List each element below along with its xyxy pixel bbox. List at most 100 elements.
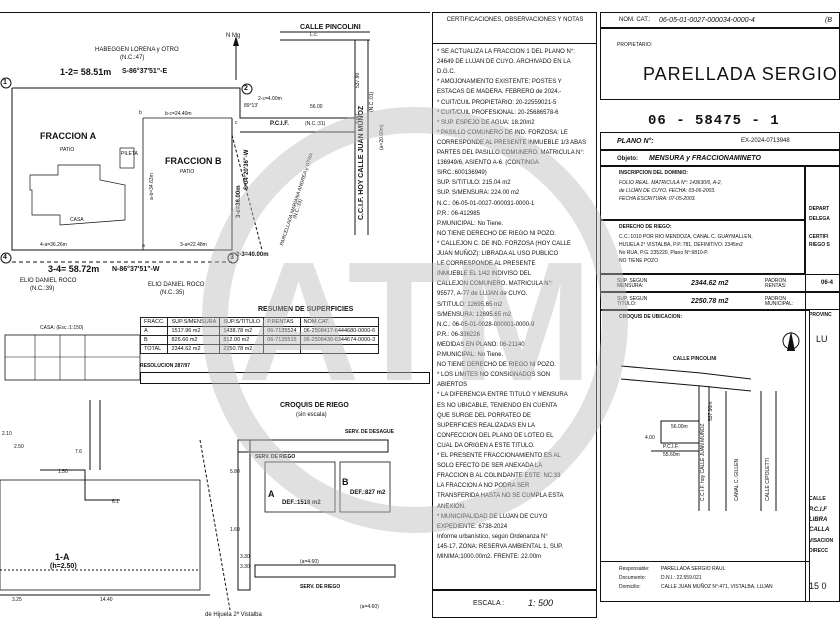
note-line: S/TITULO: 12695.65 m2 <box>437 301 503 308</box>
resumen-title: RESUMEN DE SUPERFICIES <box>258 306 354 313</box>
padron-rentas-label: PADRON RENTAS: <box>765 278 787 289</box>
riego-line: No RUA, P.G.:235220, Plano N°:6810-P. <box>619 250 709 256</box>
certs-panel: CERTIFICACIONES, OBSERVACIONES Y NOTAS *… <box>432 12 597 590</box>
expediente: EX-2024-0713948 <box>741 138 790 144</box>
riego-dim: 3.30 <box>240 564 250 570</box>
note-line: 145-17, ZONA: RESERVA AMBIENTAL 1, SUP. <box>437 543 564 550</box>
right-cut: RIEGO S <box>809 242 830 248</box>
elevation-height: (h=2.50) <box>50 563 77 570</box>
riego-fa: A <box>268 489 275 499</box>
sup-titulo-label: SUP. SEGUN TITULO: <box>617 296 648 307</box>
resumen-header: SUP.S/MENSURA <box>167 317 221 327</box>
documento-value: D.N.I.: 22.559.021 <box>661 575 702 581</box>
note-line: QUE SURGE DEL PORRATEO DE <box>437 412 532 419</box>
resumen-header: SUP.S/TITULO <box>219 317 265 327</box>
title-block: NOM. CAT.: 06-05-01-0027-000034-0000-4 (… <box>600 12 840 618</box>
objeto-label: Objeto: <box>617 156 638 162</box>
sup-titulo-value: 2250.78 m2 <box>691 298 729 305</box>
bearing-34: N-86°37'51"-W <box>112 266 160 273</box>
note-line: * AMOJONAMIENTO EXISTENTE: POSTES Y <box>437 79 562 86</box>
propietario-box: PROPIETARIO: PARELLADA SERGIO <box>600 28 840 100</box>
note-line: ESTACAS DE MADERA. FEBRERO de 2024.- <box>437 89 562 96</box>
table-cell: 2250.78 m2 <box>219 344 265 354</box>
note-line: * MUNICIPALIDAD DE LUJAN DE CUYO <box>437 513 548 520</box>
note-line: CONFECCION DEL PLANO DE LOTEO EL <box>437 432 554 439</box>
sup-titulo-box: SUP. SEGUN TITULO: 2250.78 m2 PADRON MUN… <box>600 292 840 310</box>
note-line: CORRESPONDE AL PRESENTE INMUEBLE 1/3 ABA… <box>437 139 587 146</box>
street-top-sub: L.c. <box>310 32 319 38</box>
table-cell: 06-7135524 <box>263 326 301 336</box>
elevation-dim: 14.40 <box>100 597 113 603</box>
patio-b: PATIO <box>180 169 195 175</box>
domicilio-value: CALLE JUAN MUÑOZ N°:471, VISTALBA, LUJAN <box>661 584 773 590</box>
fraction-a: FRACCION A <box>40 131 97 141</box>
stamp-number: 06 - 58475 - 1 <box>648 113 780 129</box>
elevation-dim: 1.50 <box>58 469 68 475</box>
plano-box: PLANO N°: EX-2024-0713948 <box>600 132 840 150</box>
table-row: TOTAL 2344.62 m2 2250.78 m2 <box>139 344 380 354</box>
note-line: CUAL DA ORIGEN A ESTE TITULO. <box>437 442 535 449</box>
note-line: P.R.: 06-412985 <box>437 210 480 217</box>
street-top: CALLE PINCOLINI <box>300 24 361 31</box>
right-cut: PROVINC <box>809 312 832 318</box>
dim-23: 2-3=40.00m <box>236 252 269 258</box>
responsable-divider <box>601 561 809 562</box>
marker-2: 2 <box>244 85 248 92</box>
note-line: P.MUNICIPAL: No Tiene. <box>437 352 504 358</box>
dim-3a: 3-a=22.48m <box>180 242 207 248</box>
nom-cat-label: NOM. CAT.: <box>619 17 651 23</box>
croquis-dim: 56.00m <box>671 424 688 430</box>
inscripcion-line: de LUJAN DE CUYO. FECHA: 03-06-2003. <box>619 188 716 194</box>
note-line: MINIMA:1000.00m2. FRENTE: 22.00m <box>437 554 542 560</box>
table-cell: B <box>139 335 169 345</box>
letter-b: b <box>139 110 142 116</box>
note-line: D.G.C. <box>437 69 456 76</box>
croquis-title: CROQUIS DE UBICACION: <box>619 314 683 320</box>
riego-bottom-label: de Hijuela 2ª Vistalba <box>205 612 262 618</box>
dim-ab: a-b=34.63m <box>149 173 155 200</box>
elevation-dim: 6.1 <box>112 499 119 505</box>
side-34: 3-4= 58.72m <box>48 264 100 274</box>
note-line: ES NO UBICABLE, TENIENDO EN CUENTA <box>437 402 558 409</box>
inscripcion-title: INSCRIPCION DEL DOMINIO: <box>619 170 689 176</box>
note-line: * LOS LIMITES NO CONSIGNADOS SON <box>437 372 551 379</box>
nom-cat-box: NOM. CAT.: 06-05-01-0027-000034-0000-4 (… <box>600 12 840 28</box>
riego-subtitle: (sin escala) <box>296 412 327 418</box>
croquis-street: CANAL C. GILLEN <box>734 458 740 501</box>
patio-a: PATIO <box>60 147 75 153</box>
note-line: 136949/6, ASIENTO A-6. (CONTINGA <box>437 160 539 167</box>
note-line: N.C.: 06-05-01-0028-000001-0000-9 <box>437 321 535 328</box>
note-line: FRACCION B AL COLINDANTE ESTE: NC:33 <box>437 473 561 480</box>
plan-area: N Mg CALLE PINCOLINI L.c. HABEGGEN LOREN… <box>0 12 430 618</box>
note-line: * PASILLO COMUNERO DE IND. FORZOSA: LE <box>437 129 568 136</box>
marker-3: 3 <box>230 254 234 261</box>
riego-dim: (a=4.60) <box>300 559 319 565</box>
riego-dim: 1.60 <box>230 527 240 533</box>
owner-nw: HABEGGEN LORENA y OTRO <box>95 47 179 53</box>
scale-box: ESCALA : 1: 500 <box>432 590 597 618</box>
note-line: 95577, A-77 de LUJAN de CUYO. <box>437 291 528 298</box>
north-label: N Mg <box>226 33 241 39</box>
serv-riego-bottom: SERV. DE RIEGO <box>300 584 341 590</box>
note-line: * CALLEJON C. DE IND. FORZOSA (HOY CALLE <box>437 240 571 247</box>
elevation-dim: 3.25 <box>12 597 22 603</box>
note-line: S/MENSURA: 12695.65 m2 <box>437 311 512 318</box>
plan-drawing <box>0 31 396 611</box>
bearing-3c: S-04°20'36"-W <box>244 149 250 190</box>
objeto-value: MENSURA y FRACCIONAMINETO <box>649 155 762 162</box>
calle-jm-nc: (N.C.:01) <box>369 91 375 112</box>
casa-scale: CASA: (Esc.:1:150) <box>40 325 84 331</box>
note-line: * SE ACTUALIZA LA FRACCION 1 DEL PLANO N… <box>437 49 575 55</box>
dim-89: 89°13' <box>244 103 259 109</box>
right-column: DEPART DELEGA CERTIFI RIEGO S PROVINC LU… <box>805 166 840 602</box>
padron-mun-label: PADRON MUNICIPAL: <box>765 296 794 307</box>
pcif-nc: (N.C.:31) <box>305 121 326 127</box>
dim-3c: 3-c=36.00m <box>236 185 242 218</box>
table-cell: 06-2508430-6344674-0000-3 <box>299 335 380 345</box>
riego-dim: 5.80 <box>230 469 240 475</box>
riego-title: CROQUIS DE RIEGO <box>280 402 349 409</box>
inscripcion-line: FOLIO REAL. MATRICULA N°: 143630/6, A-2, <box>619 180 722 186</box>
dim-400: 4.00 <box>355 114 361 124</box>
croquis-dim: 4.00 <box>645 435 655 441</box>
table-cell: 06-7135515 <box>263 335 301 345</box>
